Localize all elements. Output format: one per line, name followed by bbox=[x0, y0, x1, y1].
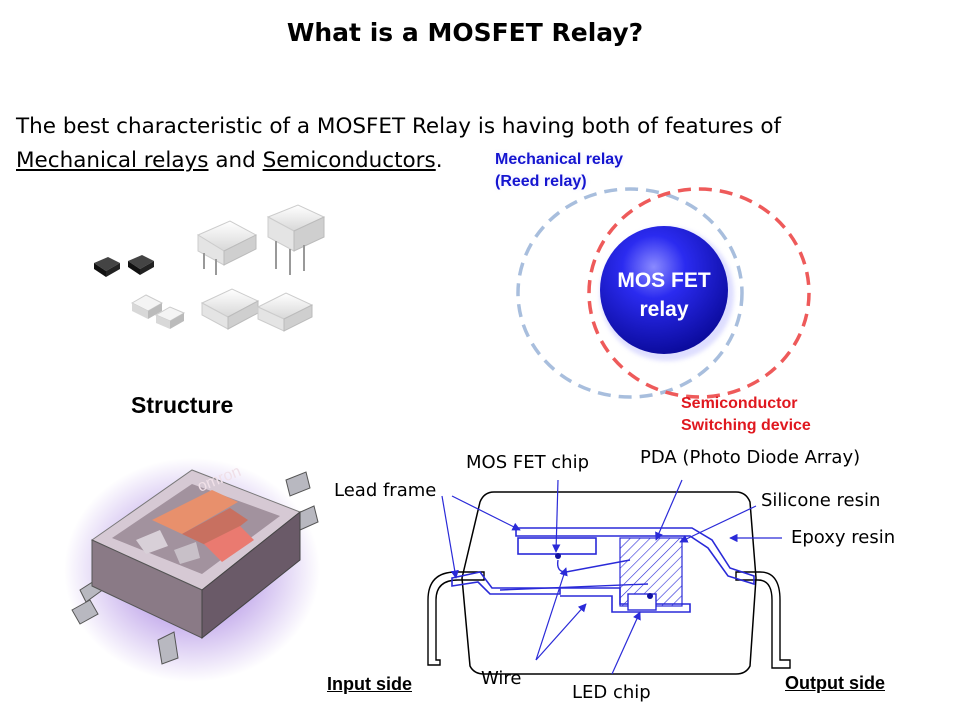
lead-frame-bottom bbox=[560, 587, 691, 613]
wire-shape bbox=[556, 559, 631, 573]
mechanical-label-line1: Mechanical relay bbox=[495, 151, 624, 168]
black-package-1 bbox=[94, 257, 120, 277]
intro-end: . bbox=[435, 148, 443, 173]
label-input-side: Input side bbox=[327, 674, 412, 694]
label-lead-frame: Lead frame bbox=[334, 480, 437, 501]
mosfet-label-line1: MOS FET bbox=[617, 269, 711, 292]
pda-shape bbox=[619, 537, 683, 607]
semiconductor-circle bbox=[587, 187, 811, 399]
semi-label-line1: Semiconductor bbox=[681, 395, 798, 412]
semiconductors-link: Semiconductors bbox=[262, 148, 436, 173]
mosfet-label-line2: relay bbox=[639, 298, 689, 321]
label-output-side: Output side bbox=[785, 673, 885, 693]
semiconductor-label: Semiconductor Switching device bbox=[681, 393, 811, 437]
venn-diagram bbox=[516, 187, 811, 399]
omron-package-photo: omron bbox=[64, 458, 320, 682]
input-lead bbox=[427, 571, 485, 666]
intro-conj: and bbox=[208, 148, 263, 173]
mechanical-relay-label: Mechanical relay (Reed relay) bbox=[495, 149, 623, 193]
white-smd-2 bbox=[154, 306, 186, 329]
relay-packages-photo bbox=[94, 204, 326, 332]
label-mosfet-chip: MOS FET chip bbox=[466, 452, 590, 473]
mosfet-relay-label: MOS FET relay bbox=[596, 266, 732, 324]
dip-package-1 bbox=[196, 220, 258, 275]
label-silicone-resin: Silicone resin bbox=[761, 490, 881, 511]
mosfet-chip-shape bbox=[517, 537, 597, 555]
mechanical-relays-link: Mechanical relays bbox=[16, 148, 209, 173]
white-smd-1 bbox=[130, 294, 164, 319]
intro-text: The best characteristic of a MOSFET Rela… bbox=[16, 110, 816, 178]
semi-label-line2: Switching device bbox=[681, 417, 811, 434]
sop-package-1 bbox=[200, 288, 260, 330]
mechanical-label-line2: (Reed relay) bbox=[495, 173, 587, 190]
structure-heading: Structure bbox=[131, 392, 234, 418]
lead-frame bbox=[451, 571, 561, 595]
intro-line1: The best characteristic of a MOSFET Rela… bbox=[16, 114, 782, 139]
output-lead bbox=[735, 571, 791, 669]
label-epoxy-resin: Epoxy resin bbox=[791, 527, 896, 548]
page-title: What is a MOSFET Relay? bbox=[286, 18, 644, 47]
mechanical-relay-circle bbox=[516, 187, 744, 399]
dip-package-2 bbox=[266, 204, 326, 275]
led-chip-shape bbox=[627, 593, 657, 611]
label-wire: Wire bbox=[481, 668, 522, 689]
black-package-2 bbox=[128, 255, 154, 275]
label-pda: PDA (Photo Diode Array) bbox=[640, 447, 861, 468]
sop-package-2 bbox=[256, 292, 314, 332]
package-outline bbox=[461, 491, 757, 675]
mosfet-relay-sphere bbox=[600, 226, 728, 354]
label-led-chip: LED chip bbox=[572, 682, 651, 703]
lead-frame-top bbox=[515, 527, 755, 586]
